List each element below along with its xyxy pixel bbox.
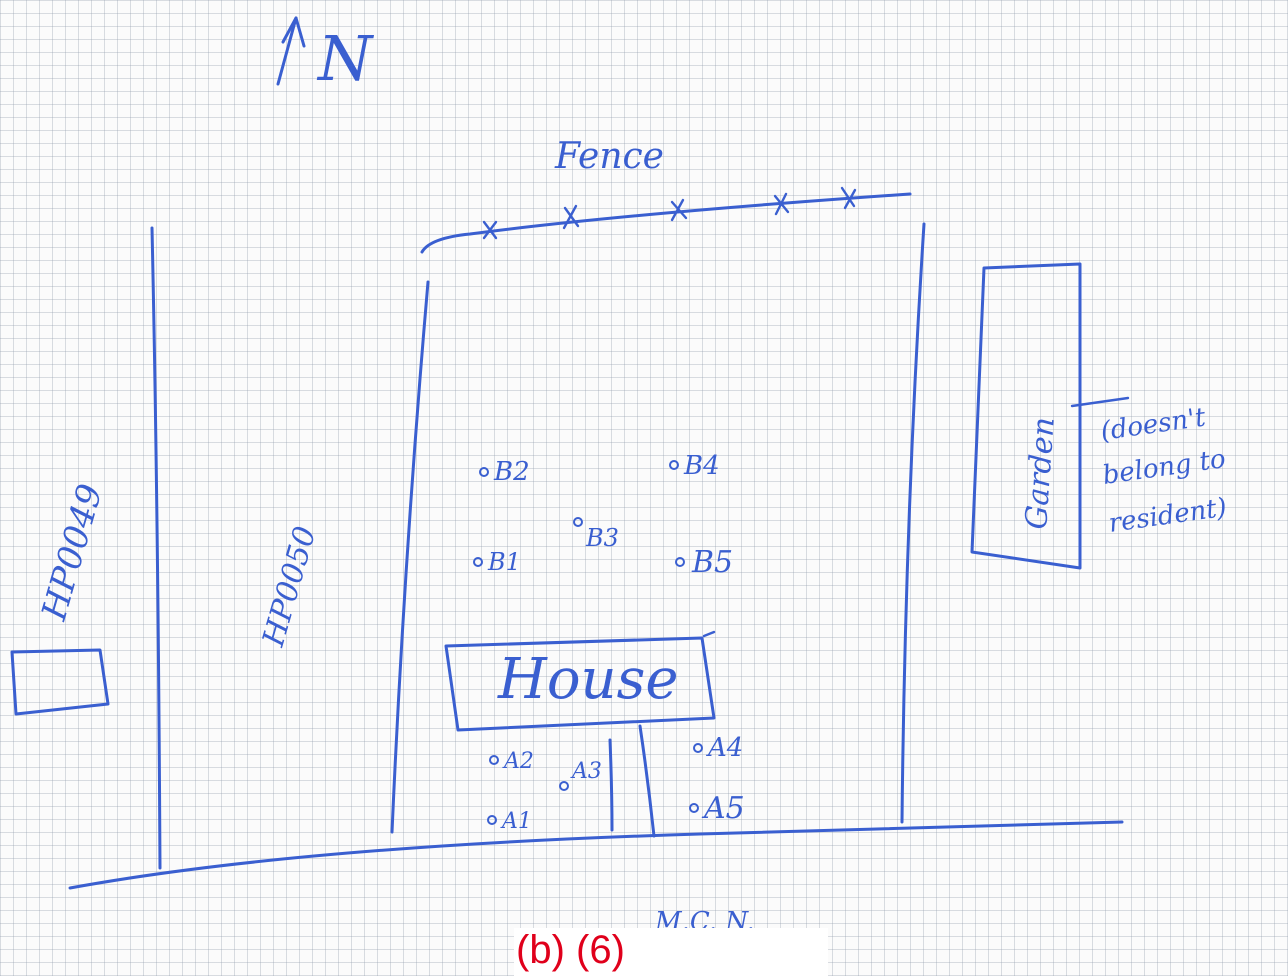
driveway-left-line bbox=[608, 738, 614, 832]
point-B3: B3 bbox=[573, 517, 619, 552]
point-A3: A3 bbox=[559, 759, 602, 791]
svg-text:A2: A2 bbox=[502, 749, 534, 774]
point-A5: A5 bbox=[689, 791, 745, 826]
fence-line bbox=[420, 186, 912, 254]
garden-note-line-1: (doesn't bbox=[1099, 402, 1208, 446]
garden-note-line-2: belong to bbox=[1101, 444, 1228, 491]
driveway-right-line bbox=[638, 724, 656, 838]
road-line bbox=[68, 820, 1124, 890]
garden-leader-line bbox=[1070, 396, 1130, 408]
svg-text:B3: B3 bbox=[585, 524, 619, 552]
north-arrow-icon bbox=[276, 16, 306, 86]
svg-text:A1: A1 bbox=[500, 809, 532, 834]
svg-text:B2: B2 bbox=[493, 457, 530, 487]
point-B2: B2 bbox=[479, 457, 530, 487]
neighbor-building-outline bbox=[10, 648, 110, 716]
left-boundary-line bbox=[150, 226, 162, 870]
svg-text:B5: B5 bbox=[691, 545, 733, 580]
redaction-caption: (b) (6) bbox=[516, 928, 625, 972]
point-B4: B4 bbox=[669, 451, 720, 481]
svg-text:B4: B4 bbox=[683, 451, 720, 481]
north-label: N bbox=[316, 22, 375, 95]
garden-label: Garden bbox=[1019, 416, 1062, 531]
point-A1: A1 bbox=[487, 809, 532, 834]
house-outline bbox=[444, 630, 716, 732]
svg-text:A4: A4 bbox=[706, 733, 743, 763]
house-label: House bbox=[497, 647, 679, 712]
parcel-left-label: HP0049 bbox=[34, 480, 111, 626]
svg-text:A3: A3 bbox=[570, 759, 602, 784]
svg-text:A5: A5 bbox=[701, 791, 745, 826]
garden-outline bbox=[970, 262, 1082, 570]
point-A4: A4 bbox=[693, 733, 743, 763]
point-B1: B1 bbox=[473, 548, 521, 576]
caption-background bbox=[514, 928, 828, 976]
fence-label: Fence bbox=[554, 136, 664, 177]
point-A2: A2 bbox=[489, 749, 534, 774]
east-property-line bbox=[900, 222, 926, 824]
garden-note-line-3: resident) bbox=[1107, 493, 1229, 539]
svg-text:B1: B1 bbox=[487, 548, 521, 576]
parcel-mid-label: HP0050 bbox=[256, 523, 324, 652]
point-B5: B5 bbox=[675, 545, 733, 580]
west-property-line bbox=[390, 280, 430, 834]
